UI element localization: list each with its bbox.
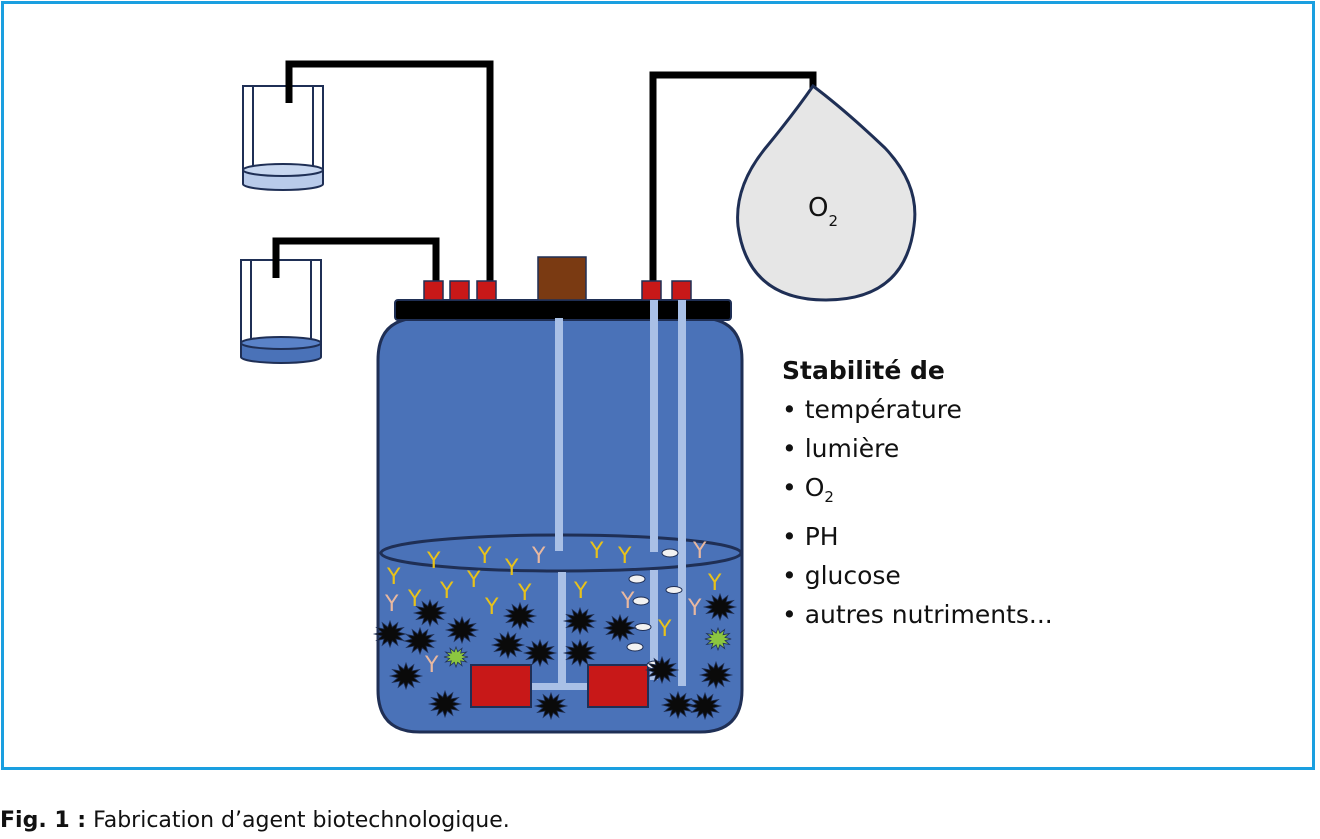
cell-icon [687, 691, 723, 721]
antibody-icon: Y [466, 568, 481, 593]
cell-icon [660, 690, 696, 720]
antibody-icon: Y [687, 596, 702, 621]
antibody-icon: Y [407, 587, 422, 612]
figure-caption: Fig. 1 : Fabrication d’agent biotechnolo… [0, 808, 510, 833]
cell-icon [522, 638, 558, 668]
antibody-icon: Y [384, 592, 399, 617]
antibody-icon: Y [386, 565, 401, 590]
cell-icon [644, 655, 680, 685]
antibody-icon: Y [707, 571, 722, 596]
antibody-icon: Y [517, 581, 532, 606]
legend-item: • O2 [782, 473, 834, 506]
beaker-bottom [240, 259, 322, 364]
legend-item: • lumière [782, 434, 900, 463]
cell-icon [444, 615, 480, 645]
pipes [272, 60, 817, 283]
antibody-icon: Y [424, 653, 439, 678]
oxygen-bubbles [626, 548, 683, 670]
figure-frame [1, 1, 1315, 770]
antibody-icon: Y [692, 539, 707, 564]
ports [423, 280, 692, 301]
pipe-top-beaker [285, 60, 494, 283]
pipe-o2 [649, 71, 817, 283]
cell-icon [602, 613, 638, 643]
pipe-bottom-beaker [272, 237, 440, 283]
oxygen-balloon [736, 83, 917, 302]
stirrer-motor [537, 256, 587, 301]
stirrer-shaft-lower [558, 572, 566, 687]
impeller-right [587, 664, 649, 708]
gas-tube-1 [650, 300, 658, 552]
legend-item: • PH [782, 522, 839, 551]
port-4 [641, 280, 662, 301]
cell-icon [533, 691, 569, 721]
antibody-icon: Y [477, 544, 492, 569]
cell-icon [388, 661, 424, 691]
antibody-icon: Y [657, 617, 672, 642]
cell-icon [562, 638, 598, 668]
antibody-icon: Y [617, 544, 632, 569]
port-3 [476, 280, 497, 301]
legend-item: • autres nutriments... [782, 600, 1053, 629]
antibody-icon: Y [426, 549, 441, 574]
beaker-top [242, 85, 324, 191]
antibody-icon: Y [573, 579, 588, 604]
legend-item: • température [782, 395, 962, 424]
internal-tubes [532, 300, 686, 690]
antibody-icon: Y [439, 579, 454, 604]
cells-layer [372, 592, 738, 721]
stability-legend: Stabilité de • température • lumière • O… [782, 352, 1053, 634]
cell-icon [402, 626, 438, 656]
legend-title: Stabilité de [782, 356, 945, 385]
cell-icon [490, 630, 526, 660]
cell-icon [502, 601, 538, 631]
cell-icon [427, 689, 463, 719]
antibody-icon: Y [620, 589, 635, 614]
legend-item: • glucose [782, 561, 901, 590]
caption-label: Fig. 1 : [0, 808, 87, 833]
cell-icon [412, 598, 448, 628]
cell-icon [698, 660, 734, 690]
caption-text: Fabrication d’agent biotechnologique. [86, 808, 510, 833]
antibody-icon: Y [504, 556, 519, 581]
port-5 [671, 280, 692, 301]
cell-icon [702, 592, 738, 622]
gas-tube-2 [678, 300, 686, 686]
stirrer-crossbar [532, 683, 588, 690]
port-1 [423, 280, 444, 301]
gas-tube-1-lower [650, 570, 658, 680]
antibody-icon: Y [484, 595, 499, 620]
balloon-label: O2 [808, 193, 838, 230]
green-cell-icon [704, 626, 732, 652]
cell-icon [372, 619, 408, 649]
impeller-left [470, 664, 532, 708]
port-2 [449, 280, 470, 301]
antibody-icon: Y [531, 544, 546, 569]
stirrer-shaft-upper [555, 318, 563, 551]
cell-icon [562, 606, 598, 636]
antibody-icon: Y [589, 539, 604, 564]
green-cell-icon [443, 645, 469, 669]
